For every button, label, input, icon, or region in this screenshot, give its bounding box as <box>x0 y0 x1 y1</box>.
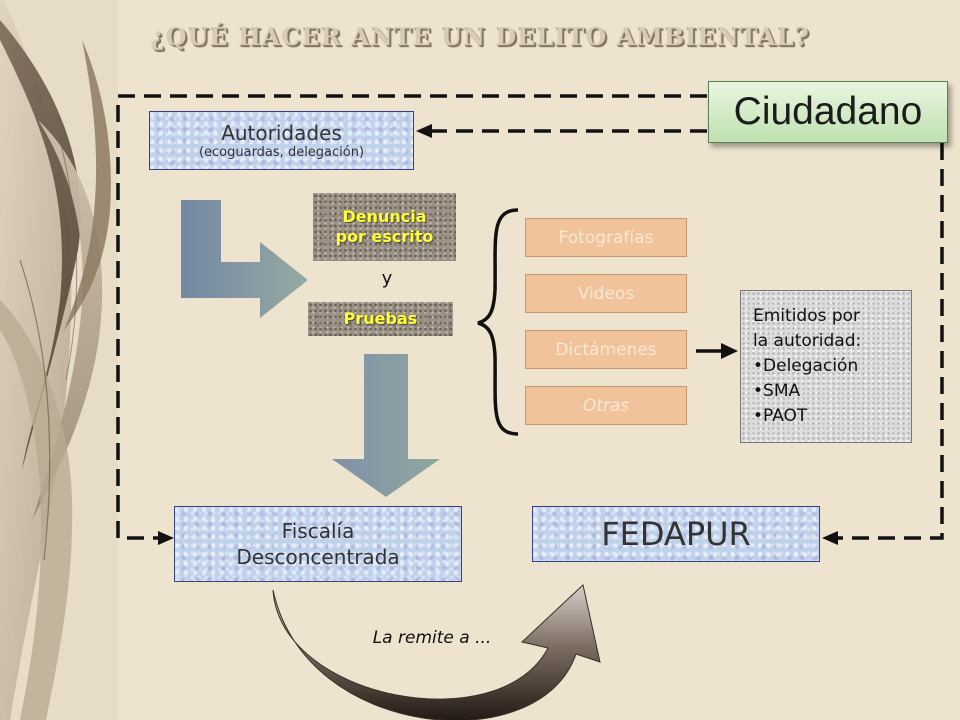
emitidos-item: SMA <box>753 379 911 404</box>
arrowhead-to-fedapur <box>822 531 838 545</box>
bent-arrow <box>181 200 308 318</box>
autoridades-detail: (ecoguardas, delegación) <box>198 144 365 160</box>
curved-arrow <box>272 584 601 720</box>
denuncia-line2: por escrito <box>335 227 434 246</box>
emitidos-line2: la autoridad: <box>753 331 862 351</box>
pruebas-box: Pruebas <box>308 302 453 336</box>
evidence-otras: Otras <box>525 386 687 425</box>
fedapur-box: FEDAPUR <box>532 506 820 562</box>
page-title: ¿QUÉ HACER ANTE UN DELITO AMBIENTAL? <box>150 22 810 51</box>
dictamenes-arrow <box>696 343 738 359</box>
emitidos-list: Delegación SMA PAOT <box>753 354 911 429</box>
decorative-leaves <box>0 0 118 720</box>
fiscalia-line1: Fiscalía <box>281 519 355 543</box>
down-arrow <box>332 354 440 497</box>
dashed-route <box>116 94 944 540</box>
emitidos-item: PAOT <box>753 404 911 429</box>
fiscalia-line2: Desconcentrada <box>236 545 400 569</box>
evidence-dictamenes: Dictámenes <box>525 330 687 369</box>
ciudadano-box: Ciudadano <box>708 81 948 143</box>
emitidos-line1: Emitidos por <box>753 306 861 326</box>
arrowhead-to-autoridades <box>416 124 432 138</box>
evidence-fotografias: Fotografías <box>525 218 687 257</box>
denuncia-line1: Denuncia <box>342 207 427 227</box>
remite-label: La remite a ... <box>373 628 492 648</box>
emitidos-box: Emitidos por la autoridad: Delegación SM… <box>740 290 912 443</box>
connector-y: y <box>381 268 393 289</box>
arrowhead-to-fiscalia <box>158 531 174 545</box>
fiscalia-box: Fiscalía Desconcentrada <box>174 506 462 582</box>
evidence-brace <box>477 208 519 436</box>
autoridades-label: Autoridades <box>221 120 342 145</box>
emitidos-item: Delegación <box>753 354 911 379</box>
autoridades-box: Autoridades (ecoguardas, delegación) <box>149 111 414 170</box>
evidence-videos: Videos <box>525 274 687 313</box>
denuncia-box: Denuncia por escrito <box>313 193 456 261</box>
